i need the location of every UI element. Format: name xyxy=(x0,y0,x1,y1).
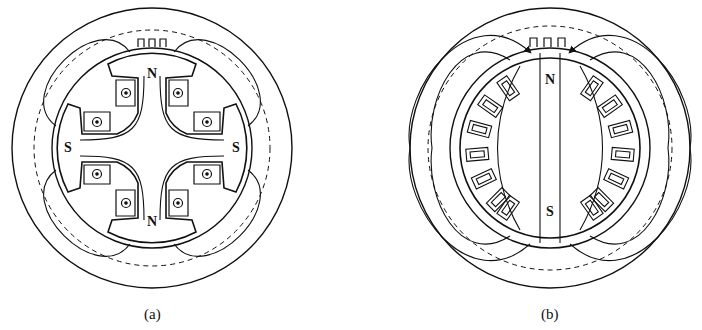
rotor-slot xyxy=(471,169,496,189)
flux-line xyxy=(174,40,260,126)
flux-line xyxy=(559,53,560,243)
flux-line xyxy=(539,53,540,243)
field-coil xyxy=(116,190,135,216)
flux-line xyxy=(409,35,530,260)
flux-line xyxy=(174,170,260,256)
conductor-dot xyxy=(125,92,127,94)
conductor-dot xyxy=(206,173,208,175)
flux-line xyxy=(570,35,691,260)
slot-conductor xyxy=(616,151,631,158)
rotor-slot xyxy=(467,121,491,138)
field-coil xyxy=(116,80,135,106)
slot-conductor xyxy=(470,151,485,158)
rotor-slot xyxy=(581,76,604,101)
slot-conductor xyxy=(585,81,598,96)
slot-conductor xyxy=(613,124,628,133)
field-coil xyxy=(169,80,188,106)
pole-label: N xyxy=(146,67,158,81)
conductor-dot xyxy=(177,92,179,94)
flux-line xyxy=(580,66,603,230)
salient-rotor xyxy=(57,53,247,243)
conductor-dot xyxy=(125,202,127,204)
rotor-slot xyxy=(497,76,520,101)
flux-line xyxy=(44,40,130,126)
conductor-symbol xyxy=(93,170,102,179)
conductor-dot xyxy=(96,121,98,123)
pole-label: S xyxy=(545,205,555,219)
field-coil xyxy=(194,112,220,131)
conductor-symbol xyxy=(122,199,131,208)
flux-line xyxy=(80,156,144,220)
flux-line xyxy=(590,52,669,244)
flux-line xyxy=(44,170,130,256)
flux-line xyxy=(431,52,510,244)
flux-line xyxy=(160,156,224,220)
field-coil xyxy=(84,112,110,131)
pole-label: N xyxy=(146,215,158,229)
pole-label: N xyxy=(544,73,556,87)
figure-caption: (a) xyxy=(143,307,162,322)
field-coil xyxy=(194,165,220,184)
cylindrical-rotor-machine xyxy=(409,8,691,288)
conductor-symbol xyxy=(174,89,183,98)
conductor-dot xyxy=(206,121,208,123)
field-coil xyxy=(84,165,110,184)
conductor-symbol xyxy=(203,118,212,127)
conductor-symbol xyxy=(203,170,212,179)
slot-conductor xyxy=(476,173,491,184)
conductor-dot xyxy=(177,202,179,204)
rotor-slot xyxy=(466,147,489,161)
rotor-slot xyxy=(604,169,629,189)
slot-conductor xyxy=(609,173,624,184)
flux-line xyxy=(498,66,521,230)
pole-label: S xyxy=(231,141,241,155)
flux-line xyxy=(160,76,224,140)
rotor-slot xyxy=(611,147,634,161)
slot-conductor xyxy=(602,100,617,113)
figure-caption: (b) xyxy=(540,307,560,322)
pole-label: S xyxy=(63,141,73,155)
conductor-dot xyxy=(96,173,98,175)
rotor-slot xyxy=(478,95,503,118)
slot-conductor xyxy=(483,100,498,113)
conductor-symbol xyxy=(174,199,183,208)
flux-line xyxy=(80,76,144,140)
rotor-slot xyxy=(608,121,632,138)
rotor-slot xyxy=(497,195,520,220)
field-coil xyxy=(169,190,188,216)
rotor-slot xyxy=(597,95,622,118)
slot-conductor xyxy=(502,81,515,96)
conductor-symbol xyxy=(93,118,102,127)
slot-conductor xyxy=(585,200,598,215)
conductor-symbol xyxy=(122,89,131,98)
slot-conductor xyxy=(502,200,515,215)
salient-pole-machine xyxy=(12,8,292,288)
slot-conductor xyxy=(472,124,487,133)
rotor-slot xyxy=(581,195,604,220)
